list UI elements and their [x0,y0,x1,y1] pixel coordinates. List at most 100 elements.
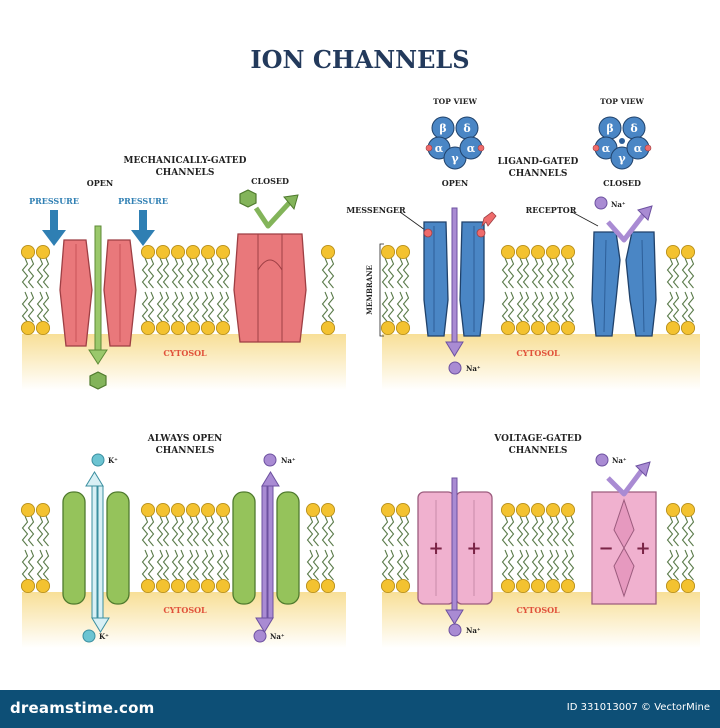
mechanical-deflect-arrowhead [283,194,299,211]
sodium-leak-ion-bottom [253,629,267,643]
voltage-closed-sign-right: + [635,538,650,559]
lipid-head [140,320,156,336]
lipid-head [320,578,336,594]
lipid-head [185,244,201,260]
mechanical-open-label: OPEN [87,178,113,188]
lipid-head [395,244,411,260]
lipid-head [680,578,696,594]
lipid-head [155,578,171,594]
lipid-head [500,578,516,594]
lipid-head [380,244,396,260]
pressure-label-left: PRESSURE [29,196,79,206]
lipid-head [515,578,531,594]
lipid-head [170,578,186,594]
voltage-title-line1: VOLTAGE-GATED [493,434,582,444]
footer-logo[interactable]: dreamstime.com [10,699,155,717]
binding-site [425,144,433,152]
lipid-head [560,320,576,336]
ligand-closed-channel [591,231,657,337]
lipid-head [500,320,516,336]
potassium-channel [62,491,130,605]
lipid-head [185,578,201,594]
lipid-head [170,244,186,260]
lipid-head [305,578,321,594]
receptor-ion [594,196,608,210]
potassium-ion-top-label: K⁺ [108,456,118,465]
subunit-label: β [606,122,613,135]
lipid-head [545,578,561,594]
lipid-head [545,244,561,260]
always-open-title-line1: ALWAYS OPEN [147,434,223,444]
lipid-head [680,244,696,260]
always-open-panel: ALWAYS OPEN CHANNELS K⁺ K⁺ Na⁺ Na⁺ [62,434,300,643]
lipid-head [500,502,516,518]
lipid-head [380,320,396,336]
binding-site [592,144,600,152]
lipid-head [665,502,681,518]
subunit-label: δ [630,122,637,135]
mechanical-lipid-bilayer [20,244,346,390]
voltage-ion-bottom [448,623,462,637]
lipid-head [395,578,411,594]
lipid-head [215,320,231,336]
sodium-leak-flow-arrow [255,471,280,633]
potassium-ion-bottom-label: K⁺ [99,632,109,641]
messenger-molecule-right [476,228,486,238]
ligand-deflect-arrow [606,212,646,243]
lipid-head [380,578,396,594]
mechanical-closed-channel [233,233,307,343]
sodium-leak-channel [232,491,300,605]
mechanical-closed-label: CLOSED [251,176,289,186]
lipid-head [395,502,411,518]
sodium-leak-ion-top-label: Na⁺ [281,456,296,465]
subunit-label: γ [451,152,459,165]
top-view-label-left: TOP VIEW [433,97,477,106]
lipid-head [305,502,321,518]
lipid-head [680,502,696,518]
lipid-head [35,320,51,336]
membrane-label: MEMBRANE [365,265,374,315]
sodium-leak-ion-top [263,453,277,467]
ligand-open-channel [423,221,485,337]
lipid-head [20,320,36,336]
lipid-head [200,320,216,336]
lipid-head [515,502,531,518]
subunit-label: α [634,142,643,155]
mechanical-open-channel [59,239,137,347]
voltage-open-sign-right: + [466,538,481,559]
ligand-cytosol-region [382,334,700,390]
lipid-head [200,244,216,260]
lipid-head [215,502,231,518]
receptor-ion-label: Na⁺ [611,200,626,209]
always-open-cytosol-label: CYTOSOL [163,605,207,615]
lipid-head [395,320,411,336]
footer-credit: ID 331013007 © VectorMine [566,702,710,713]
ligand-deflect-arrowhead [637,205,653,221]
messenger-pointer [399,211,426,231]
lipid-head [35,578,51,594]
receptor-pointer [571,211,599,227]
lipid-head [185,502,201,518]
top-view-label-right: TOP VIEW [600,97,644,106]
sodium-leak-ion-bottom-label: Na⁺ [270,632,285,641]
lipid-head [215,578,231,594]
membrane-bracket [379,243,384,337]
lipid-head [140,578,156,594]
binding-site [477,144,485,152]
lipid-head [20,244,36,260]
ligand-lipid-bilayer [380,244,700,390]
lipid-head [170,502,186,518]
lipid-head [155,320,171,336]
lipid-head [560,244,576,260]
potassium-ion-bottom [82,629,96,643]
mechanical-flow-arrow [88,225,108,365]
messenger-incoming-arrow [481,211,497,228]
subunit-label: α [602,142,611,155]
mechanical-deflect-arrow [253,200,292,229]
lipid-head [500,244,516,260]
lipid-head [530,502,546,518]
binding-site [644,144,652,152]
voltage-title-line2: CHANNELS [509,446,568,456]
